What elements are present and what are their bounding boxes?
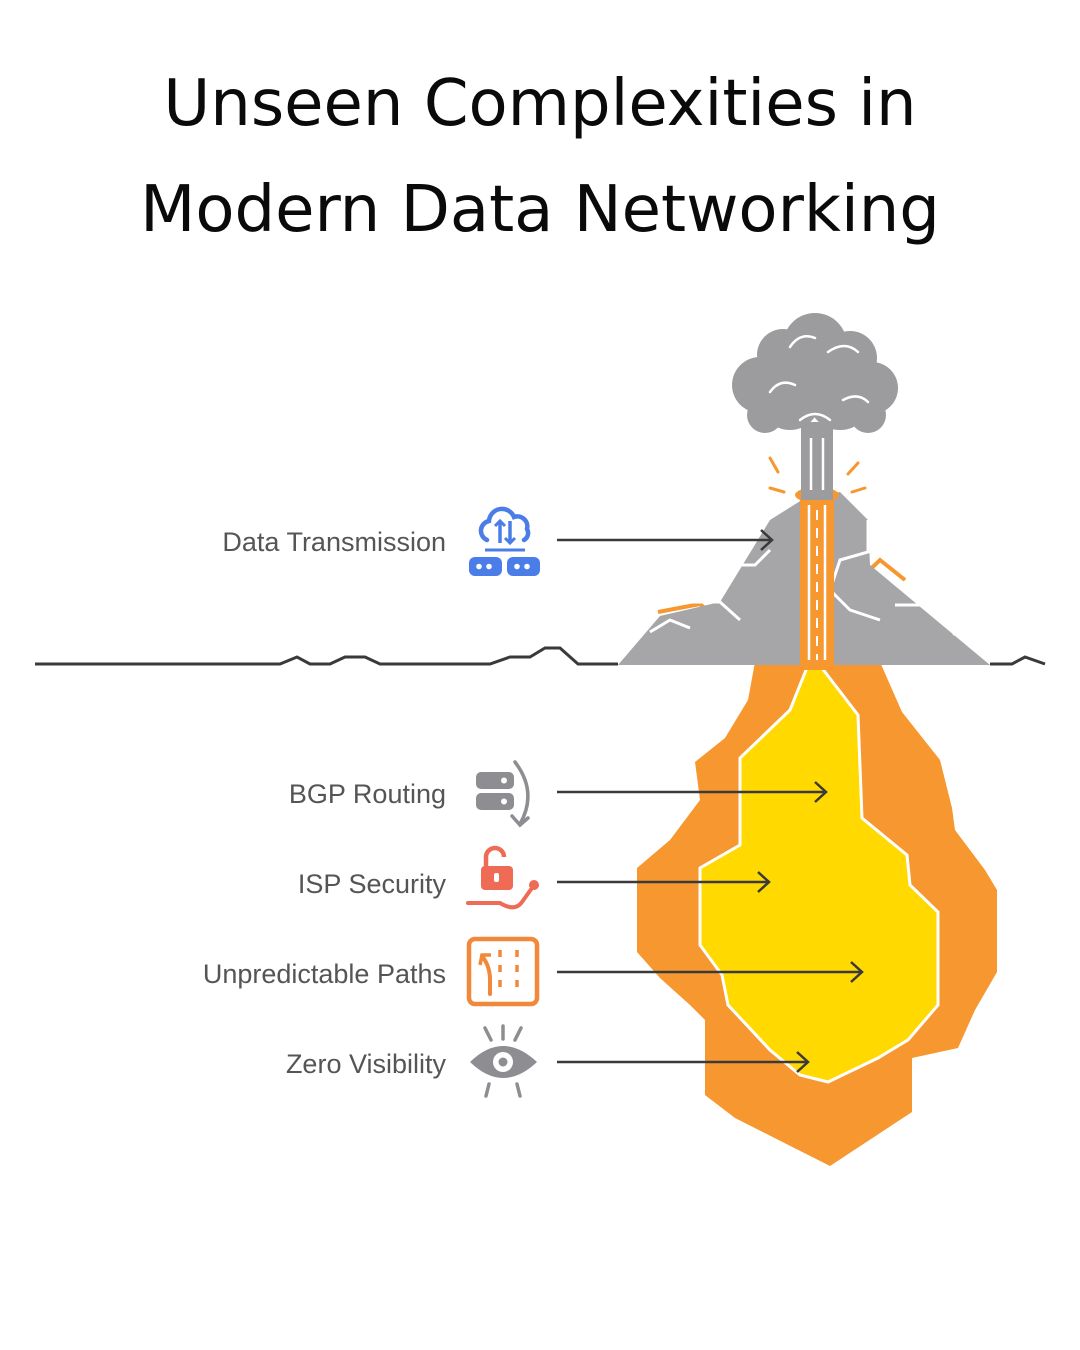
rock-line-4 bbox=[828, 520, 881, 622]
arrow-bgp-routing bbox=[557, 781, 828, 803]
arrow-data-transmission bbox=[557, 529, 774, 551]
ground-line bbox=[35, 646, 1046, 666]
label-zero-visibility: Zero Visibility bbox=[286, 1049, 447, 1079]
title-line-1: Unseen Complexities in bbox=[163, 67, 917, 141]
rock-line-5 bbox=[895, 603, 957, 636]
smoke-cloud bbox=[732, 313, 898, 433]
label-unpredictable-paths: Unpredictable Paths bbox=[203, 959, 446, 989]
smoke-cloud-detail bbox=[768, 335, 870, 422]
rock-line-1 bbox=[700, 548, 772, 567]
title-line-2: Modern Data Networking bbox=[140, 173, 940, 247]
label-bgp-routing: BGP Routing bbox=[289, 779, 446, 809]
road-paths-icon bbox=[466, 936, 540, 1007]
smoke-column bbox=[801, 422, 833, 500]
spark-4 bbox=[850, 486, 867, 494]
spark-1 bbox=[768, 456, 780, 474]
magma-core bbox=[698, 651, 940, 1084]
spark-2 bbox=[846, 461, 860, 476]
arrow-zero-visibility bbox=[557, 1051, 810, 1073]
cloud-server-icon bbox=[469, 506, 540, 576]
spark-3 bbox=[768, 486, 786, 494]
label-data-transmission: Data Transmission bbox=[222, 527, 446, 557]
rock-line-3 bbox=[649, 618, 691, 634]
server-cycle-icon bbox=[476, 760, 530, 828]
unlocked-padlock-icon bbox=[466, 845, 539, 910]
label-isp-security: ISP Security bbox=[298, 869, 447, 899]
arrow-isp-security bbox=[557, 871, 771, 893]
rock-line-2 bbox=[692, 600, 742, 622]
arrow-unpredictable-paths bbox=[557, 961, 864, 983]
eye-icon bbox=[470, 1024, 537, 1098]
